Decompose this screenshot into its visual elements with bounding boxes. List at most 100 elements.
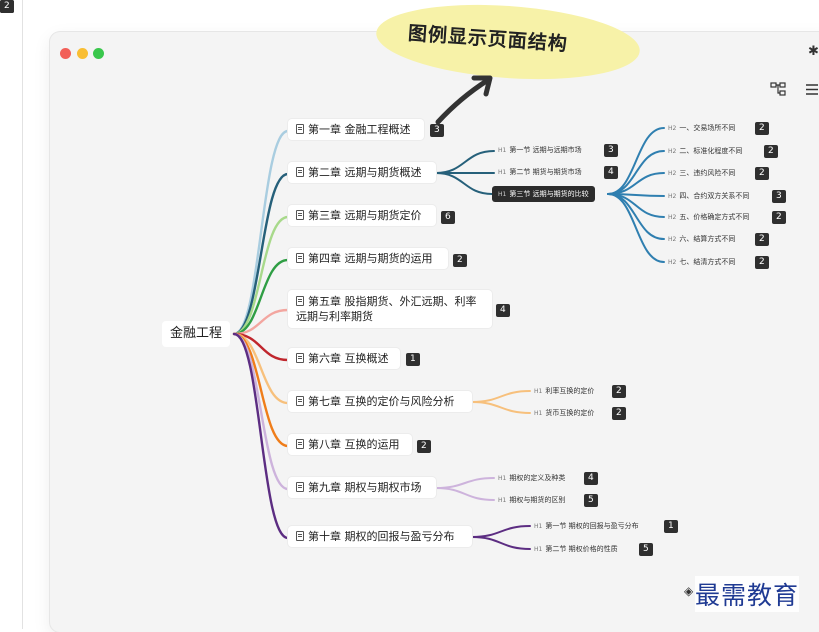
heading-level-mark: H2 [668, 214, 677, 221]
connector-line [435, 487, 495, 501]
document-icon [296, 439, 304, 449]
chapter-topic[interactable]: 第九章 期权与期权市场 [288, 477, 436, 498]
heading-level-mark: H1 [498, 475, 507, 482]
connector-line [232, 308, 290, 336]
count-badge: 2 [755, 233, 769, 246]
connector-line [435, 172, 493, 195]
chapter-topic[interactable]: 第一章 金融工程概述 [288, 119, 424, 140]
document-icon [296, 353, 304, 363]
structure-icon[interactable] [770, 82, 786, 96]
connector-line [471, 525, 531, 538]
chapter-topic[interactable]: 第五章 股指期货、外汇远期、利率远期与利率期货 [288, 290, 492, 328]
count-badge: 2 [417, 440, 431, 453]
count-badge: 2 [612, 407, 626, 420]
chapter-label: 第八章 互换的运用 [308, 438, 400, 451]
count-badge: 2 [764, 145, 778, 158]
chapter-topic[interactable]: 第三章 远期与期货定价 [288, 205, 436, 226]
chapter-label: 第二章 远期与期货概述 [308, 166, 422, 179]
chapter-label: 第四章 远期与期货的运用 [308, 252, 433, 265]
count-badge: 2 [0, 0, 14, 13]
section-label: 五、价格确定方式不同 [679, 213, 750, 221]
document-icon [296, 296, 304, 306]
chapter-topic[interactable]: 第十章 期权的回报与盈亏分布 [288, 526, 472, 547]
count-badge: 4 [584, 472, 598, 485]
section-label: 期权与期货的区别 [509, 496, 566, 504]
connector-line [232, 215, 290, 336]
root-topic[interactable]: 金融工程 [162, 321, 231, 347]
heading-level-mark: H2 [668, 236, 677, 243]
chapter-label: 第九章 期权与期权市场 [308, 481, 422, 494]
left-divider [22, 0, 23, 629]
heading-level-mark: H1 [498, 147, 507, 154]
chapter-topic[interactable]: 第七章 互换的定价与风险分析 [288, 391, 472, 412]
count-badge: 1 [664, 520, 678, 533]
document-icon [296, 167, 304, 177]
section-label: 三、违约风险不同 [679, 169, 736, 177]
count-badge: 1 [406, 353, 420, 366]
section-label: 第三节 远期与期货的比较 [509, 190, 589, 198]
heading-level-mark: H1 [534, 410, 543, 417]
section-label: 六、结算方式不同 [679, 235, 736, 243]
section-label: 货币互换的定价 [545, 409, 595, 417]
chapter-topic[interactable]: 第八章 互换的运用 [288, 434, 412, 455]
connector-line [232, 258, 290, 336]
pin-icon[interactable]: ✱ [808, 44, 819, 59]
chapter-label: 第五章 股指期货、外汇远期、利率远期与利率期货 [296, 295, 477, 323]
connector-line [471, 390, 531, 403]
list-icon[interactable] [806, 84, 818, 95]
connector-line [232, 172, 290, 336]
document-icon [296, 124, 304, 134]
connector-line [607, 193, 665, 263]
zoom-window-button[interactable] [93, 48, 104, 59]
callout-arrow [435, 75, 493, 125]
minimize-window-button[interactable] [77, 48, 88, 59]
count-badge: 2 [453, 254, 467, 267]
chapter-topic[interactable]: 第六章 互换概述 [288, 348, 400, 369]
section-label: 第一节 期权的回报与盈亏分布 [545, 522, 639, 530]
heading-level-mark: H1 [498, 497, 507, 504]
count-badge: 5 [584, 494, 598, 507]
chapter-label: 第一章 金融工程概述 [308, 123, 411, 136]
section-label: 一、交易场所不同 [679, 124, 736, 132]
chapter-topic[interactable]: 第四章 远期与期货的运用 [288, 248, 448, 269]
chapter-topic[interactable]: 第二章 远期与期货概述 [288, 162, 436, 183]
section-label: 第二节 期货与期货市场 [509, 168, 582, 176]
heading-level-mark: H1 [498, 191, 507, 198]
connector-line [232, 332, 290, 540]
section-label: 第二节 期权价格的性质 [545, 545, 618, 553]
diamond-icon[interactable]: ◈ [684, 584, 694, 598]
connector-line [232, 332, 290, 491]
heading-level-mark: H2 [668, 125, 677, 132]
heading-level-mark: H2 [668, 170, 677, 177]
connector-line [435, 150, 495, 174]
count-badge: 2 [755, 167, 769, 180]
connector-line [232, 129, 290, 336]
section-label: 第一节 远期与远期市场 [509, 146, 582, 154]
document-icon [296, 210, 304, 220]
heading-level-mark: H1 [534, 546, 543, 553]
section-label: 二、标准化程度不同 [679, 147, 743, 155]
heading-level-mark: H1 [498, 169, 507, 176]
count-badge: 3 [604, 144, 618, 157]
section-label: 七、结清方式不同 [679, 258, 736, 266]
close-window-button[interactable] [60, 48, 71, 59]
count-badge: 4 [604, 166, 618, 179]
count-badge: 4 [496, 304, 510, 317]
